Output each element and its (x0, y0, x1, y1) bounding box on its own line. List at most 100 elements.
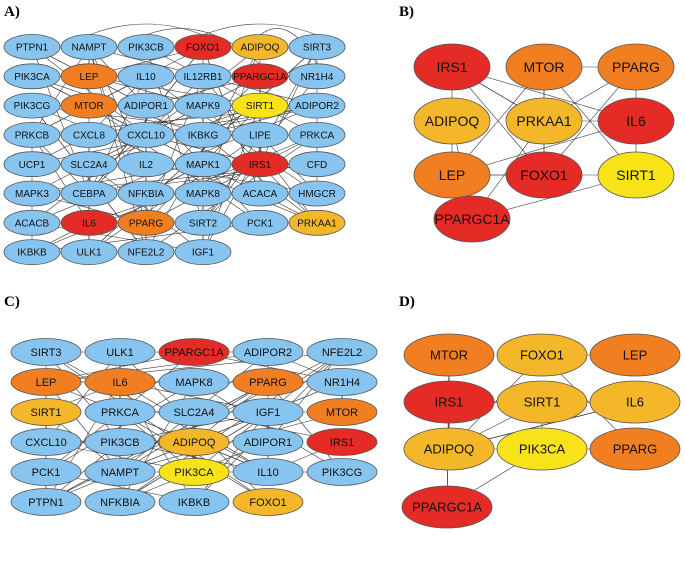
node-adipoq[interactable]: ADIPOQ (231, 34, 289, 60)
node-adipor2[interactable]: ADIPOR2 (232, 338, 304, 366)
node-ikbkb[interactable]: IKBKB (158, 488, 230, 516)
node-adipoq[interactable]: ADIPOQ (403, 427, 495, 471)
node-il2[interactable]: IL2 (117, 151, 175, 178)
node-lep[interactable]: LEP (60, 63, 118, 90)
node-adipoq[interactable]: ADIPOQ (158, 428, 230, 456)
node-cxcl10[interactable]: CXCL10 (10, 428, 82, 456)
node-pik3ca[interactable]: PIK3CA (158, 458, 230, 486)
node-adipor2[interactable]: ADIPOR2 (288, 92, 346, 119)
node-il10[interactable]: IL10 (117, 63, 175, 90)
node-sirt1[interactable]: SIRT1 (597, 151, 675, 199)
node-nfe2l2[interactable]: NFE2L2 (306, 338, 378, 366)
node-mapk1[interactable]: MAPK1 (174, 151, 232, 178)
node-ikbkg[interactable]: IKBKG (174, 121, 232, 148)
node-label: NAMPT (101, 467, 140, 479)
node-slc2a4[interactable]: SLC2A4 (60, 151, 118, 178)
node-irs1[interactable]: IRS1 (306, 428, 378, 456)
node-nfkbia[interactable]: NFKBIA (117, 180, 175, 207)
node-igf1[interactable]: IGF1 (232, 398, 304, 426)
node-irs1[interactable]: IRS1 (403, 380, 495, 424)
node-foxo1[interactable]: FOXO1 (174, 34, 232, 60)
node-lep[interactable]: LEP (589, 333, 681, 377)
node-acaca[interactable]: ACACA (231, 180, 289, 207)
node-nr1h4[interactable]: NR1H4 (288, 63, 346, 90)
node-ulk1[interactable]: ULK1 (84, 338, 156, 366)
node-cebpa[interactable]: CEBPA (60, 180, 118, 207)
node-nfe2l2[interactable]: NFE2L2 (117, 239, 175, 266)
node-foxo1[interactable]: FOXO1 (496, 333, 588, 377)
node-prkaa1[interactable]: PRKAA1 (288, 209, 346, 236)
node-lipe[interactable]: LIPE (231, 121, 289, 148)
node-lep[interactable]: LEP (10, 368, 82, 396)
node-hmgcr[interactable]: HMGCR (288, 180, 346, 207)
node-sirt1[interactable]: SIRT1 (10, 398, 82, 426)
node-prkca[interactable]: PRKCA (288, 121, 346, 148)
node-pparg[interactable]: PPARG (597, 43, 675, 91)
node-il6[interactable]: IL6 (84, 368, 156, 396)
node-adipoq[interactable]: ADIPOQ (413, 97, 491, 145)
node-cfd[interactable]: CFD (288, 151, 346, 178)
panel-label-d: D) (399, 294, 415, 310)
node-pik3cb[interactable]: PIK3CB (117, 34, 175, 60)
node-mtor[interactable]: MTOR (403, 333, 495, 377)
node-ptpn1[interactable]: PTPN1 (3, 34, 61, 60)
node-pparg[interactable]: PPARG (589, 427, 681, 471)
node-mtor[interactable]: MTOR (505, 43, 583, 91)
node-mapk3[interactable]: MAPK3 (3, 180, 61, 207)
node-irs1[interactable]: IRS1 (231, 151, 289, 178)
node-pck1[interactable]: PCK1 (10, 458, 82, 486)
node-igf1[interactable]: IGF1 (174, 239, 232, 266)
node-il12rb1[interactable]: IL12RB1 (174, 63, 232, 90)
node-mtor[interactable]: MTOR (306, 398, 378, 426)
node-sirt2[interactable]: SIRT2 (174, 209, 232, 236)
node-prkca[interactable]: PRKCA (84, 398, 156, 426)
node-nfkbia[interactable]: NFKBIA (84, 488, 156, 516)
node-pik3cg[interactable]: PIK3CG (3, 92, 61, 119)
node-il6[interactable]: IL6 (60, 209, 118, 236)
node-sirt3[interactable]: SIRT3 (10, 338, 82, 366)
node-mapk8[interactable]: MAPK8 (158, 368, 230, 396)
node-nr1h4[interactable]: NR1H4 (306, 368, 378, 396)
node-pik3cg[interactable]: PIK3CG (306, 458, 378, 486)
node-adipor1[interactable]: ADIPOR1 (232, 428, 304, 456)
node-prkcb[interactable]: PRKCB (3, 121, 61, 148)
node-foxo1[interactable]: FOXO1 (505, 151, 583, 199)
node-adipor1[interactable]: ADIPOR1 (117, 92, 175, 119)
node-mapk8[interactable]: MAPK8 (174, 180, 232, 207)
node-cxcl10[interactable]: CXCL10 (117, 121, 175, 148)
node-nampt[interactable]: NAMPT (84, 458, 156, 486)
node-prkaa1[interactable]: PRKAA1 (505, 97, 583, 145)
node-sirt3[interactable]: SIRT3 (288, 34, 346, 60)
node-pik3cb[interactable]: PIK3CB (84, 428, 156, 456)
node-pparg[interactable]: PPARG (117, 209, 175, 236)
node-ucp1[interactable]: UCP1 (3, 151, 61, 178)
node-ulk1[interactable]: ULK1 (60, 239, 118, 266)
node-ppargc1a[interactable]: PPARGC1A (401, 485, 493, 529)
node-sirt1[interactable]: SIRT1 (496, 380, 588, 424)
node-nampt[interactable]: NAMPT (60, 34, 118, 60)
node-ptpn1[interactable]: PTPN1 (10, 488, 82, 516)
node-irs1[interactable]: IRS1 (413, 43, 491, 91)
edge-mtor-pck1 (88, 105, 261, 224)
node-il6[interactable]: IL6 (589, 380, 681, 424)
node-ppargc1a[interactable]: PPARGC1A (231, 63, 289, 90)
node-il10[interactable]: IL10 (232, 458, 304, 486)
node-cxcl8[interactable]: CXCL8 (60, 121, 118, 148)
node-ppargc1a[interactable]: PPARGC1A (433, 195, 511, 243)
node-lep[interactable]: LEP (413, 151, 491, 199)
node-ellipse (158, 458, 230, 486)
node-ppargc1a[interactable]: PPARGC1A (158, 338, 230, 366)
edge-nampt-pparg (119, 381, 269, 473)
node-slc2a4[interactable]: SLC2A4 (158, 398, 230, 426)
node-mapk9[interactable]: MAPK9 (174, 92, 232, 119)
node-acacb[interactable]: ACACB (3, 209, 61, 236)
node-il6[interactable]: IL6 (597, 97, 675, 145)
node-pik3ca[interactable]: PIK3CA (496, 427, 588, 471)
node-pik3ca[interactable]: PIK3CA (3, 63, 61, 90)
node-mtor[interactable]: MTOR (60, 92, 118, 119)
node-pparg[interactable]: PPARG (232, 368, 304, 396)
node-sirt1[interactable]: SIRT1 (231, 92, 289, 119)
node-ikbkb[interactable]: IKBKB (3, 239, 61, 266)
node-foxo1[interactable]: FOXO1 (232, 488, 304, 516)
node-pck1[interactable]: PCK1 (231, 209, 289, 236)
